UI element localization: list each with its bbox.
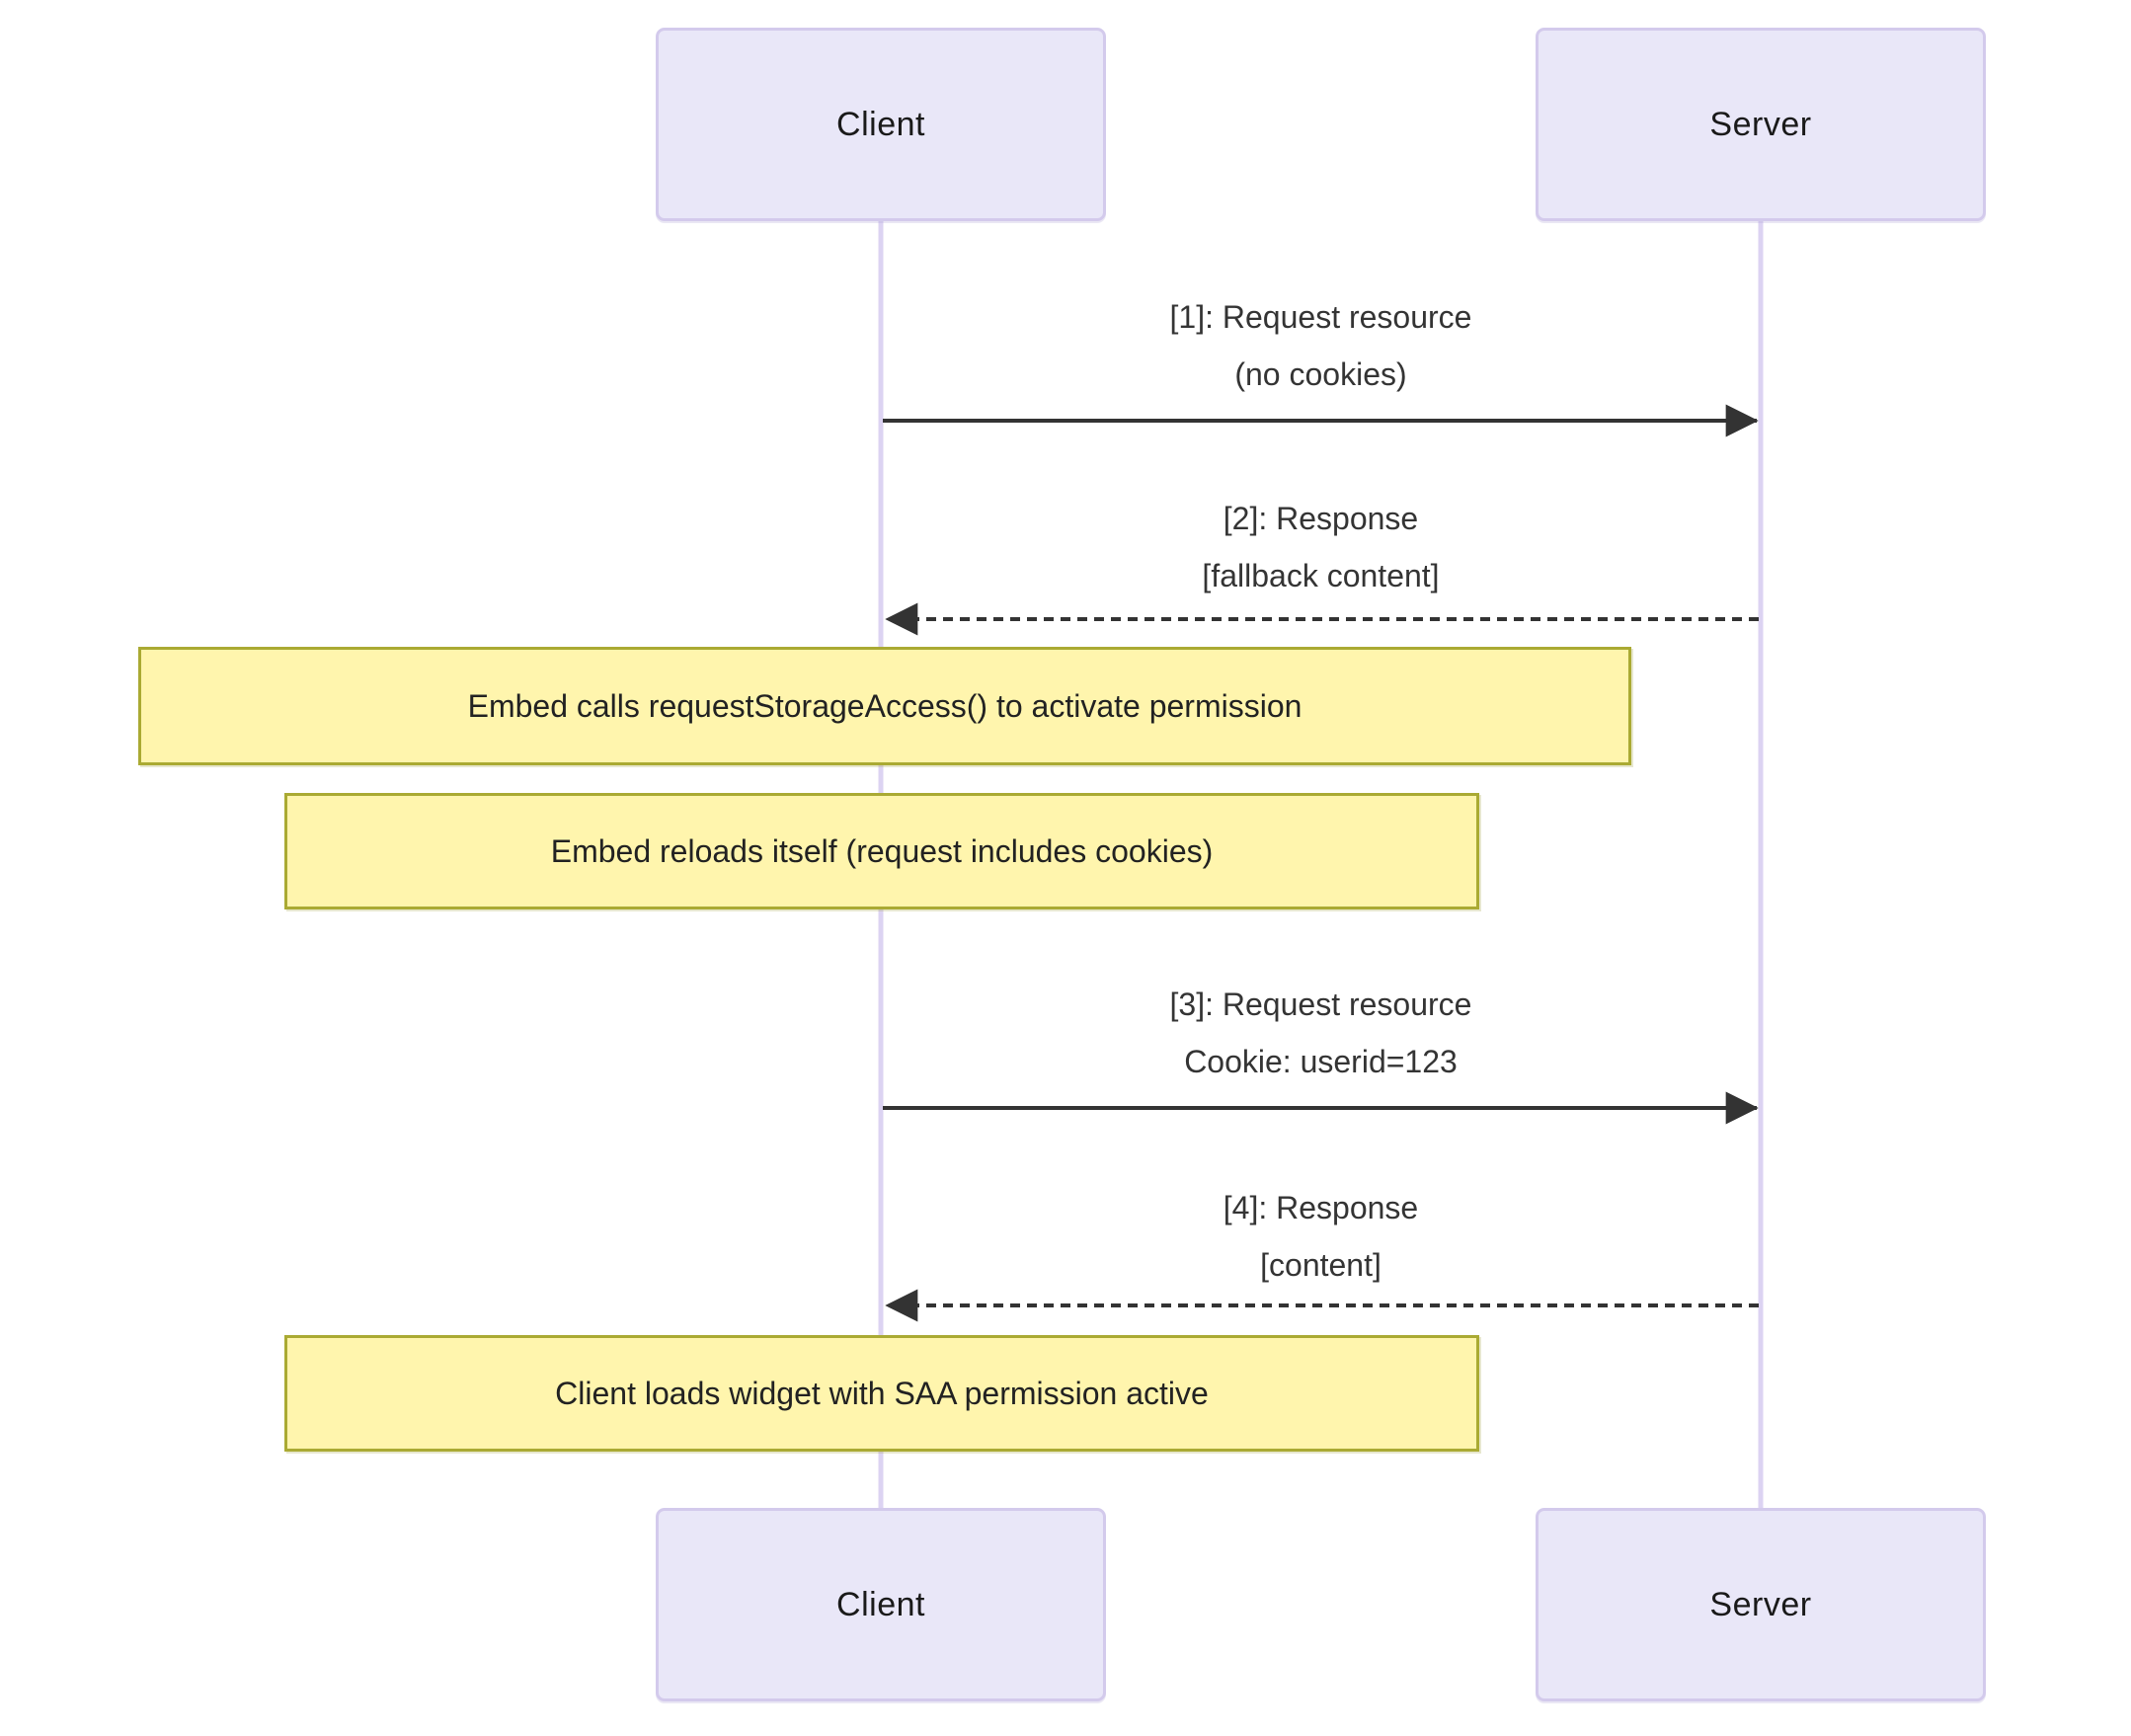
note-1-text: Embed calls requestStorageAccess() to ac… <box>467 687 1302 724</box>
actor-server-top: Server <box>1536 28 1986 221</box>
actor-client-label-bottom: Client <box>836 1585 925 1623</box>
actor-server-label: Server <box>1709 105 1812 143</box>
note-2-text: Embed reloads itself (request includes c… <box>550 832 1214 869</box>
message-4-label: [4]: Response [content] <box>881 1179 1761 1294</box>
message-3-line-2: Cookie: userid=123 <box>1184 1044 1458 1079</box>
message-4-line-1: [4]: Response <box>1223 1190 1419 1225</box>
actor-client-label: Client <box>836 105 925 143</box>
message-2-line-1: [2]: Response <box>1223 501 1419 536</box>
message-3-line-1: [3]: Request resource <box>1169 986 1472 1022</box>
message-1-line-2: (no cookies) <box>1234 356 1407 392</box>
actor-server-bottom: Server <box>1536 1508 1986 1701</box>
message-3-label: [3]: Request resource Cookie: userid=123 <box>881 976 1761 1090</box>
message-4-line-2: [content] <box>1260 1247 1381 1283</box>
note-3-text: Client loads widget with SAA permission … <box>555 1375 1209 1411</box>
note-request-storage-access: Embed calls requestStorageAccess() to ac… <box>138 647 1631 765</box>
actor-client-top: Client <box>656 28 1106 221</box>
actor-server-label-bottom: Server <box>1709 1585 1812 1623</box>
actor-client-bottom: Client <box>656 1508 1106 1701</box>
message-1-label: [1]: Request resource (no cookies) <box>881 288 1761 403</box>
message-2-label: [2]: Response [fallback content] <box>881 490 1761 604</box>
message-2-line-2: [fallback content] <box>1202 558 1440 593</box>
note-client-loads-widget: Client loads widget with SAA permission … <box>284 1335 1479 1452</box>
message-1-line-1: [1]: Request resource <box>1169 299 1472 335</box>
note-embed-reloads: Embed reloads itself (request includes c… <box>284 793 1479 909</box>
